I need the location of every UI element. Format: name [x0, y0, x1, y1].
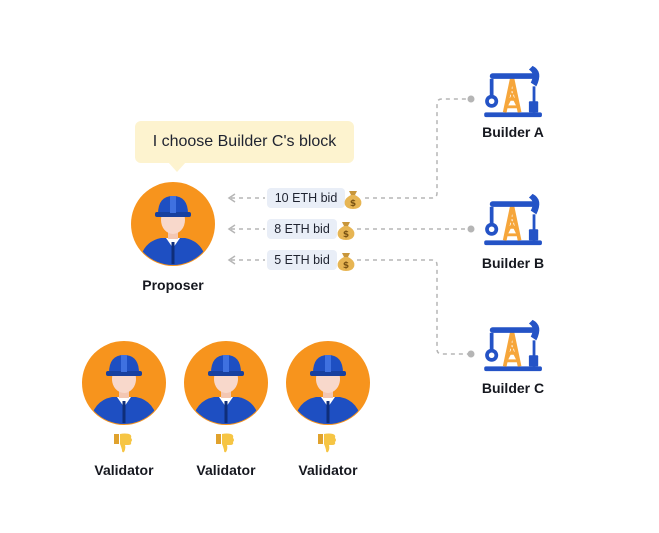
connector-dot-b [467, 225, 475, 233]
validator-label-1: Validator [94, 462, 154, 478]
connector-builder-a [365, 98, 470, 199]
arrowhead-1 [227, 193, 236, 203]
proposer-label: Proposer [142, 277, 204, 293]
bid-pill-3: 5 ETH bid [267, 250, 337, 270]
money-bag-icon [337, 253, 355, 271]
money-bag-icon [344, 191, 362, 209]
validator-label-2: Validator [196, 462, 256, 478]
bid-label-3: 5 ETH bid [274, 253, 330, 267]
connector-dot-c [467, 350, 475, 358]
bid-label-1: 10 ETH bid [274, 191, 338, 205]
speech-bubble-text: I choose Builder C's block [152, 133, 337, 150]
arrowhead-3 [227, 255, 236, 265]
builder-b-label: Builder B [481, 255, 545, 271]
validator-label-3: Validator [298, 462, 358, 478]
money-bag-icon [337, 222, 355, 240]
proposer-avatar [131, 182, 215, 266]
speech-bubble-tail [168, 162, 186, 172]
builder-c-label: Builder C [481, 380, 545, 396]
thumbs-down-icon [318, 433, 336, 453]
bid-label-2: 8 ETH bid [274, 222, 330, 236]
oil-pump-icon [482, 192, 544, 246]
validator-avatar-1 [82, 341, 166, 425]
thumbs-down-icon [114, 433, 132, 453]
bid-pill-1: 10 ETH bid [267, 188, 345, 208]
builder-a-label: Builder A [482, 124, 544, 140]
arrowhead-2 [227, 224, 236, 234]
oil-pump-icon [482, 318, 544, 372]
connector-builder-c [357, 259, 470, 355]
validator-avatar-3 [286, 341, 370, 425]
validator-avatar-2 [184, 341, 268, 425]
oil-pump-icon [482, 64, 544, 118]
thumbs-down-icon [216, 433, 234, 453]
speech-bubble: I choose Builder C's block [135, 121, 354, 163]
bid-pill-2: 8 ETH bid [267, 219, 337, 239]
connector-dot-a [467, 95, 475, 103]
